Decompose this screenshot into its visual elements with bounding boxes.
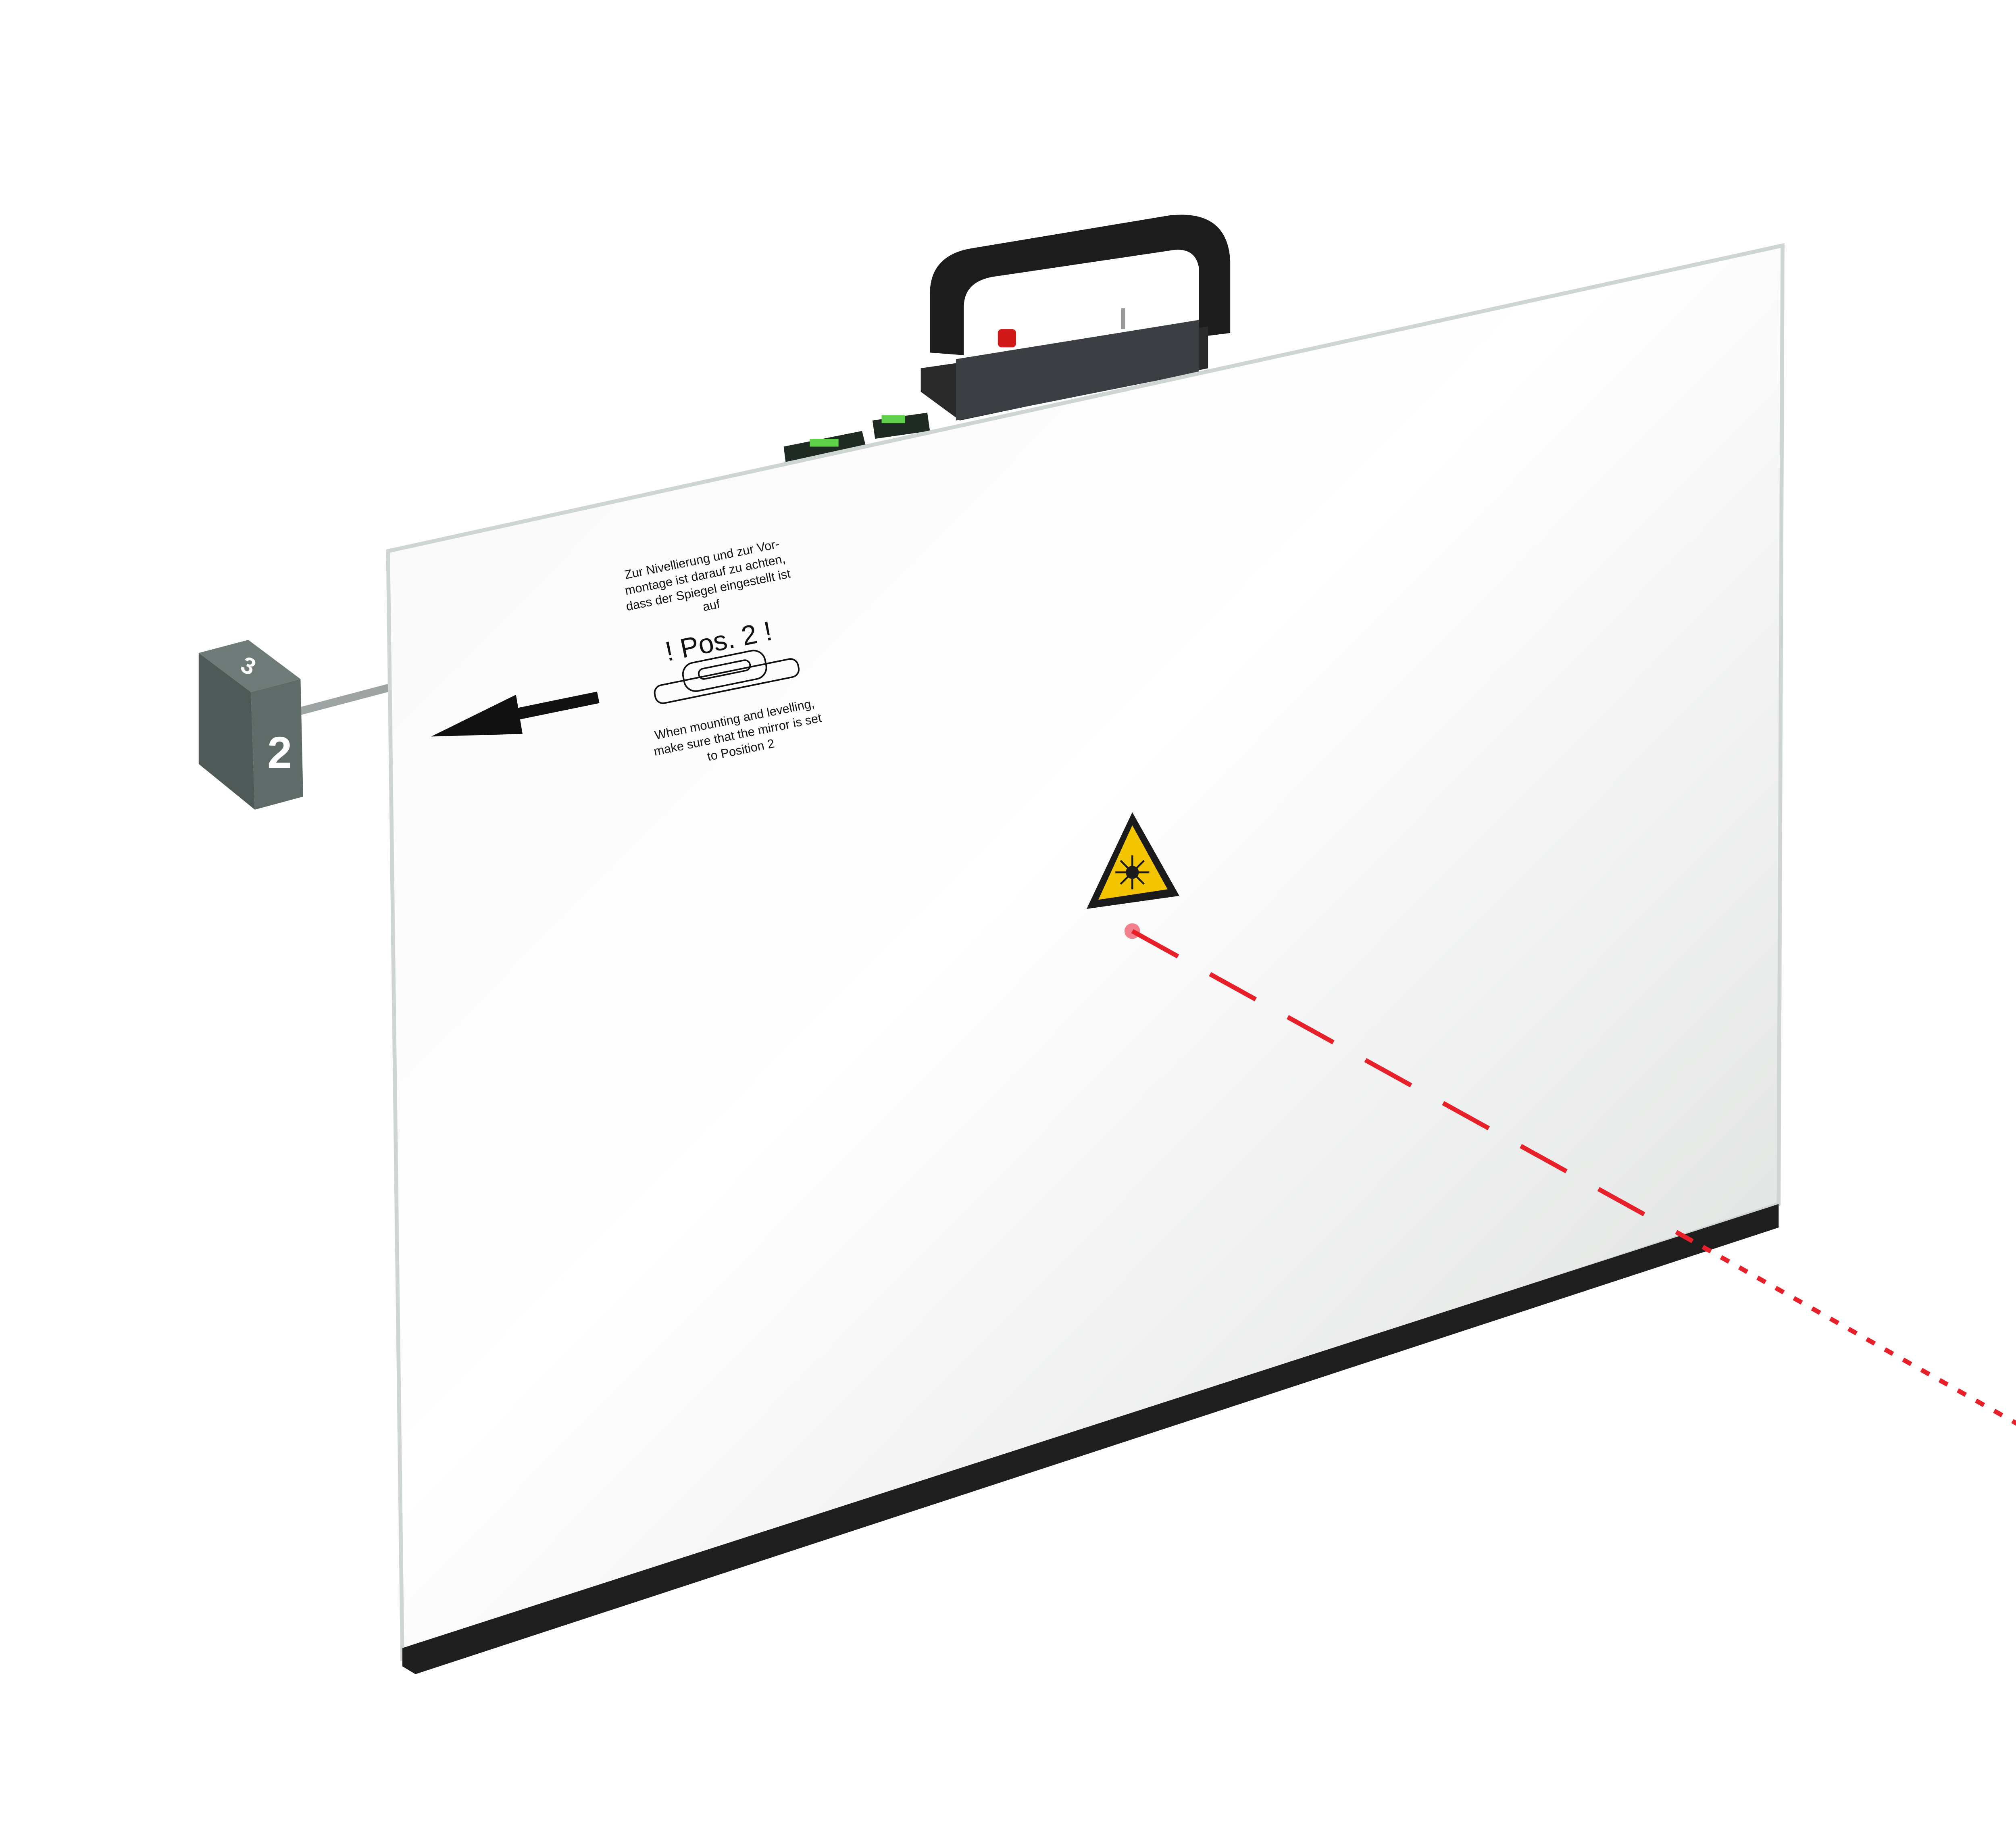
spirit-level-icon <box>654 650 800 704</box>
arrow-left-icon <box>431 692 600 737</box>
laser-warning-icon <box>1086 812 1179 909</box>
carry-handle <box>921 215 1231 421</box>
laser-beam <box>1124 923 2016 1426</box>
position-knob[interactable]: 3 2 <box>198 640 303 810</box>
power-indicator-icon <box>998 329 1016 348</box>
knob-front-number: 2 <box>267 728 292 777</box>
label-line-de-4: auf <box>702 597 721 614</box>
bottom-rail <box>402 1204 1779 1674</box>
adjust-rod <box>297 683 393 716</box>
mirror-glass <box>386 243 1785 1661</box>
